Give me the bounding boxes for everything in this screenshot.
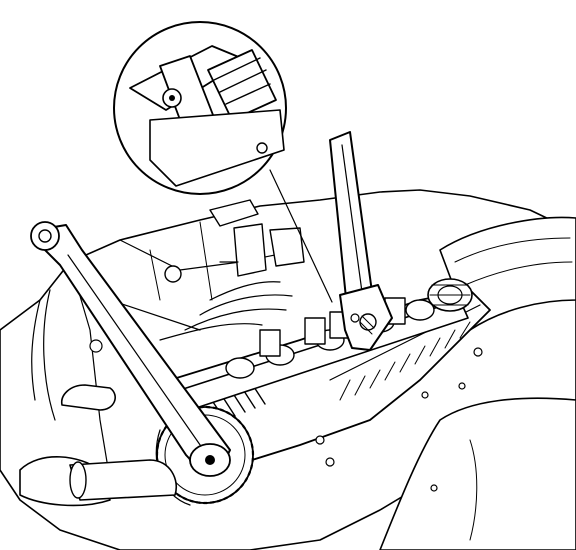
adjustable-wrench: [329, 131, 393, 351]
inset-detail-parts: [129, 45, 285, 187]
spanner-wrench: [30, 221, 231, 477]
engine-accessories: [19, 289, 177, 507]
detail-inset: [113, 21, 333, 303]
fuel-injectors: [109, 199, 305, 341]
